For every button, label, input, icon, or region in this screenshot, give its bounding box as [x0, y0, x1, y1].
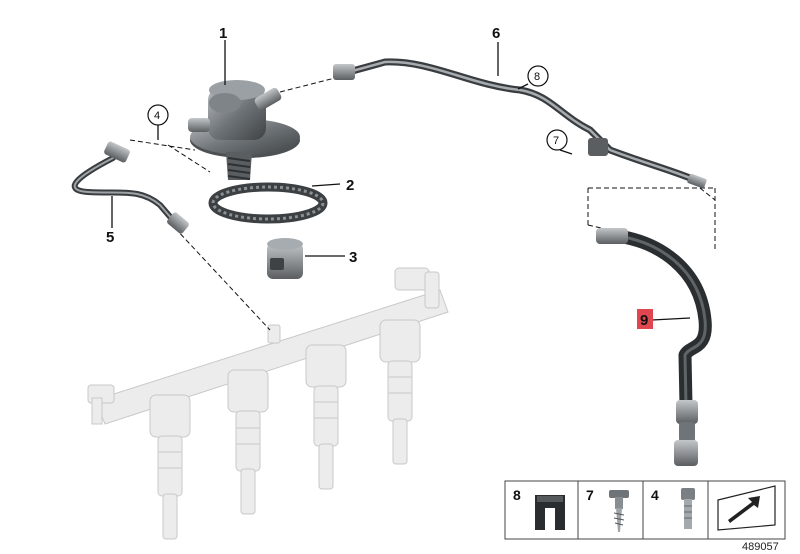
callout-1: 1 [219, 25, 227, 42]
legend-number-4: 4 [651, 487, 659, 503]
next-page-arrow-icon [717, 485, 776, 531]
high-pressure-pump [188, 80, 300, 180]
callout-leaders [111, 40, 691, 321]
callout-4-circled: 4 [147, 104, 169, 126]
callout-4: 4 [154, 110, 160, 122]
fuel-rail-ghost [87, 267, 449, 540]
legend-number-7: 7 [586, 487, 594, 503]
legend: 8 7 4 [504, 480, 786, 540]
clip-icon [535, 495, 565, 530]
roller-tappet [267, 238, 303, 279]
callout-9: 9 [640, 312, 648, 329]
screw-icon [609, 490, 629, 532]
callout-8-circled: 8 [527, 65, 549, 87]
callout-8: 8 [534, 71, 540, 83]
high-pressure-line [333, 58, 707, 189]
callout-5: 5 [106, 229, 114, 246]
callout-3: 3 [349, 249, 357, 266]
seal-ring [208, 182, 328, 224]
callout-6: 6 [492, 25, 500, 42]
callout-9-highlighted: 9 [637, 309, 653, 329]
reference-number: 489057 [742, 541, 779, 553]
bolt-icon [681, 488, 695, 529]
feed-line [71, 141, 189, 234]
callout-7: 7 [553, 135, 559, 147]
legend-number-8: 8 [513, 487, 521, 503]
fuel-hose [596, 228, 712, 466]
callout-2: 2 [346, 177, 354, 194]
dash-lines [129, 77, 716, 331]
callout-7-circled: 7 [546, 129, 568, 151]
pump-spring [227, 157, 251, 180]
